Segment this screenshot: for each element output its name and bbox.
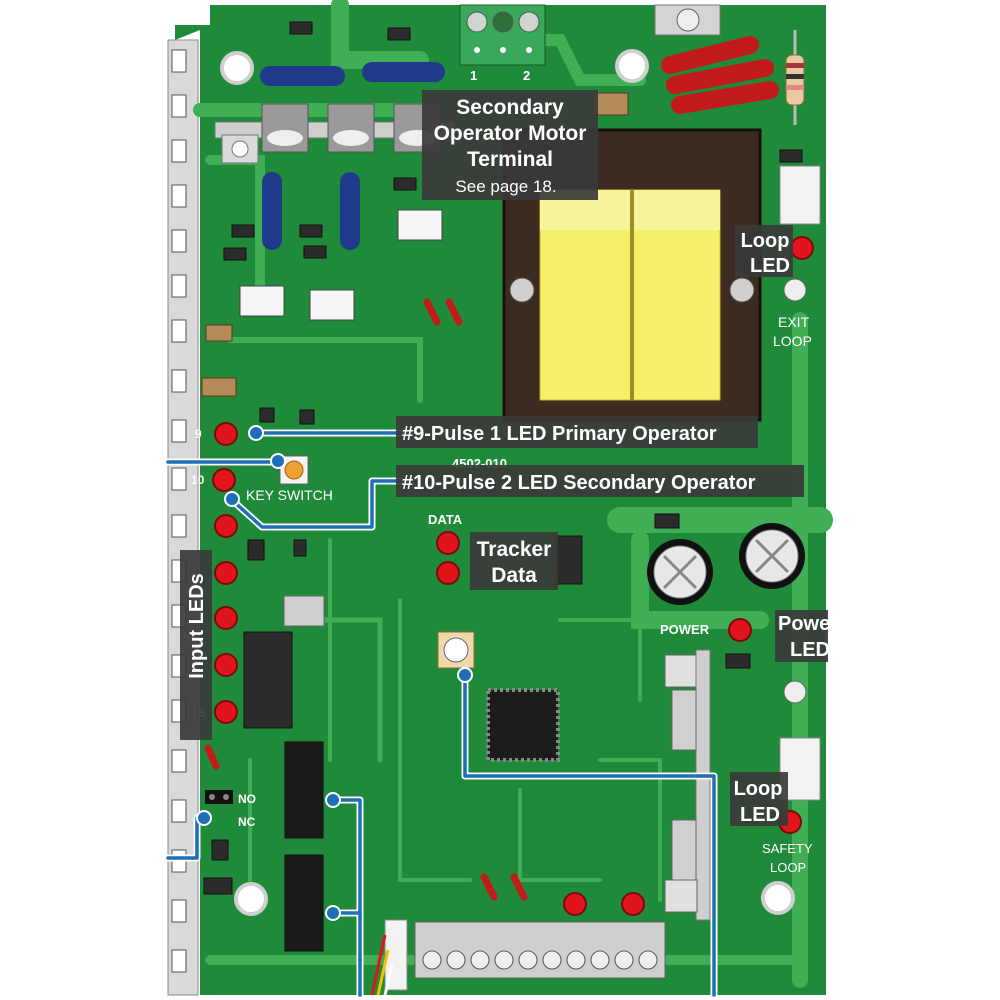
secondary-motor-callout-line1: Secondary xyxy=(456,96,564,119)
red-small-resistors xyxy=(204,298,528,901)
callout-lines-blue xyxy=(166,431,716,997)
transformer xyxy=(502,128,762,422)
callout-label-backgrounds xyxy=(180,90,828,826)
jumper-nc-label: NC xyxy=(238,815,256,829)
microcontroller xyxy=(243,595,560,762)
data-label: DATA xyxy=(428,512,463,527)
jumper-no-label: NO xyxy=(238,792,256,806)
input-leds-callout: Input LEDs xyxy=(186,573,208,679)
power-led-callout-line1: Powe xyxy=(778,613,830,635)
safety-loop-label-2: LOOP xyxy=(770,860,806,875)
secondary-motor-callout-line4: See page 18. xyxy=(455,177,556,196)
secondary-motor-callout-line3: Terminal xyxy=(467,148,553,171)
exit-loop-label-1: EXIT xyxy=(778,314,810,330)
safety-loop-label-1: SAFETY xyxy=(762,841,813,856)
pin-9-label: 9 xyxy=(195,427,202,441)
led-indicators xyxy=(212,236,814,916)
edge-contacts xyxy=(171,49,187,973)
pulse1-callout: #9-Pulse 1 LED Primary Operator xyxy=(402,423,717,445)
loop-led-bottom-callout-line1: Loop xyxy=(734,778,783,800)
jumper-header xyxy=(205,790,233,804)
blue-diodes xyxy=(260,62,445,250)
loop-led-top-callout-line2: LED xyxy=(750,255,790,277)
top-terminal-block xyxy=(459,4,546,66)
bottom-terminal-strip xyxy=(384,919,666,991)
banded-resistor xyxy=(785,30,805,125)
loop-led-bottom-callout-line2: LED xyxy=(740,804,780,826)
electrolytic-capacitors xyxy=(647,523,805,605)
pulse2-callout: #10-Pulse 2 LED Secondary Operator xyxy=(402,472,756,494)
exit-loop-label-2: LOOP xyxy=(773,333,812,349)
power-resistors xyxy=(661,36,779,114)
voltage-regulators xyxy=(664,649,711,921)
callout-endpoints xyxy=(196,425,473,921)
pin-10-label: 10 xyxy=(191,473,205,487)
potentiometer xyxy=(437,631,475,669)
smd-components xyxy=(203,21,803,895)
dip-switches xyxy=(284,741,324,952)
mounting-holes xyxy=(220,49,795,916)
tracker-callout-line2: Data xyxy=(491,564,537,587)
tracker-callout-line1: Tracker xyxy=(477,538,552,561)
power-label: POWER xyxy=(660,622,710,637)
key-switch-cap xyxy=(284,460,304,480)
power-led-callout-line2: LED xyxy=(790,639,830,661)
tan-capacitors xyxy=(201,92,629,397)
key-switch-label: KEY SWITCH xyxy=(246,487,333,503)
terminal-pin-1-label: 1 xyxy=(470,68,477,83)
ribbon-wires xyxy=(370,934,394,996)
terminal-pin-2-label: 2 xyxy=(523,68,530,83)
white-relays xyxy=(239,209,443,321)
loop-led-top-callout-line1: Loop xyxy=(741,230,790,252)
side-connectors xyxy=(779,165,821,801)
screw-posts xyxy=(654,4,807,704)
secondary-motor-callout-line2: Operator Motor xyxy=(434,122,587,145)
